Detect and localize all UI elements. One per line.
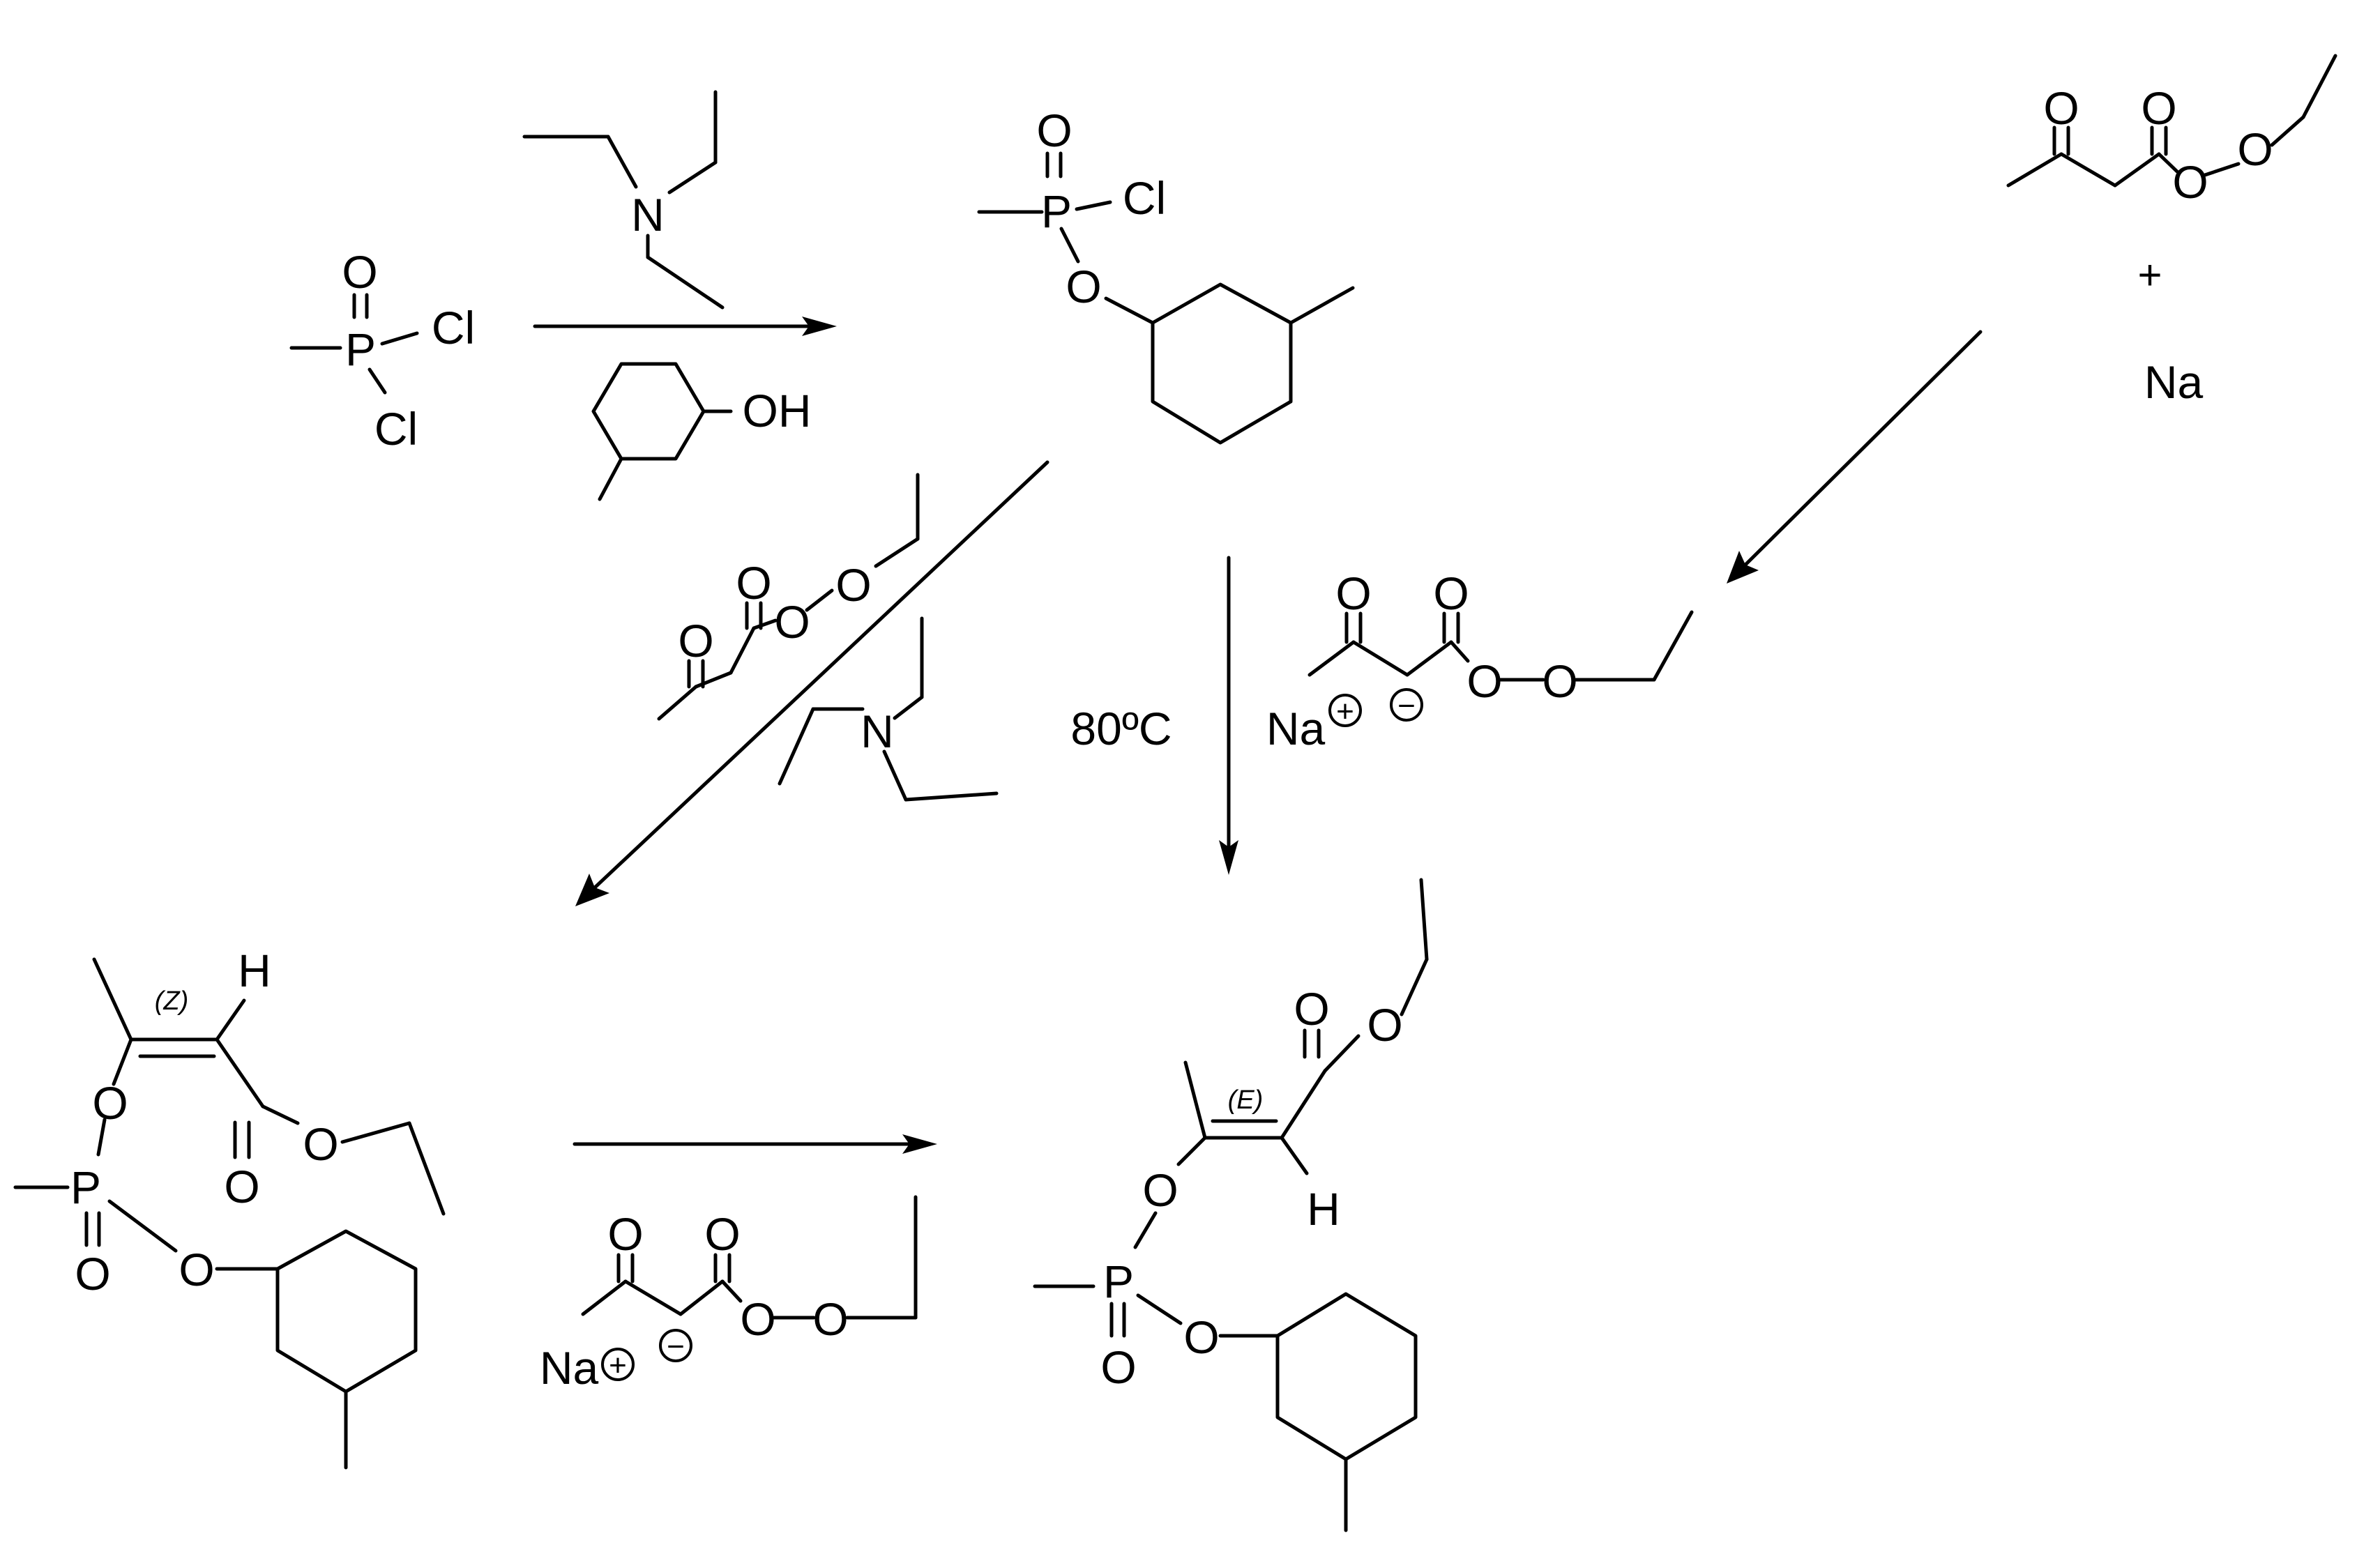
atom-o: O xyxy=(75,1248,110,1300)
product-z-isomer: H (Z) O O O P O O xyxy=(13,945,446,1470)
positive-charge xyxy=(1328,694,1362,727)
atom-o: O xyxy=(179,1244,214,1295)
atom-o: O xyxy=(92,1077,128,1129)
atom-na: Na xyxy=(540,1342,599,1394)
arrow-na-formation xyxy=(1727,330,1983,584)
atom-na: Na xyxy=(1266,703,1326,754)
atom-o: O xyxy=(224,1161,259,1212)
atom-p: P xyxy=(345,323,376,375)
atom-o: O xyxy=(342,246,377,298)
ethyl-acetoacetate-top: O O O O + Na xyxy=(2006,54,2337,408)
arrow-step-vertical: 80ºC xyxy=(1070,556,1238,875)
atom-o: O xyxy=(1183,1311,1219,1363)
atom-o: O xyxy=(303,1118,338,1170)
atom-p: P xyxy=(70,1161,101,1213)
stereo-label-z: (Z) xyxy=(155,987,189,1016)
atom-o: O xyxy=(2043,82,2079,134)
atom-o: O xyxy=(736,557,771,609)
atom-o: O xyxy=(835,559,871,611)
charge-plus: + xyxy=(1336,694,1354,729)
phosphonochloridate-intermediate: O P Cl O xyxy=(977,105,1355,445)
atom-o: O xyxy=(774,596,810,648)
atom-o: O xyxy=(704,1208,740,1260)
atom-cl: Cl xyxy=(1123,172,1166,224)
charge-minus: − xyxy=(667,1330,685,1364)
atom-o: O xyxy=(1066,261,1101,312)
atom-h: H xyxy=(238,945,271,996)
sodium-enolate-bottom: O O O O Na + − xyxy=(540,1195,918,1394)
atom-o: O xyxy=(1100,1341,1136,1393)
product-e-isomer: (E) O O H O P O O xyxy=(1033,878,1429,1532)
atom-p: P xyxy=(1041,185,1072,237)
atom-o: O xyxy=(1036,105,1072,156)
atom-n: N xyxy=(631,189,665,241)
atom-n: N xyxy=(861,706,894,757)
atom-h: H xyxy=(1307,1183,1340,1235)
atom-cl: Cl xyxy=(374,403,418,455)
plus-sign: + xyxy=(2137,252,2162,298)
positive-charge xyxy=(601,1348,635,1381)
arrow-step-1 xyxy=(533,317,837,336)
atom-oh: OH xyxy=(743,385,812,436)
arrow-step-isomerization xyxy=(573,1134,937,1154)
atom-o: O xyxy=(2172,156,2208,208)
atom-cl: Cl xyxy=(432,302,475,353)
atom-o: O xyxy=(1294,983,1329,1035)
charge-minus: − xyxy=(1397,689,1416,723)
stereo-label-e: (E) xyxy=(1228,1085,1264,1115)
ethyl-acetoacetate-diagonal: O O O O xyxy=(657,473,920,721)
atom-o: O xyxy=(1466,655,1502,707)
charge-plus: + xyxy=(609,1348,627,1382)
atom-o: O xyxy=(678,615,713,666)
methylphosphonic-dichloride: O P Cl Cl xyxy=(289,246,475,455)
arrow-step-diagonal xyxy=(575,460,1049,906)
methylcyclohexanol-reagent: OH xyxy=(591,362,812,501)
negative-charge xyxy=(1390,688,1423,722)
atom-o: O xyxy=(1367,999,1402,1051)
atom-o: O xyxy=(1335,567,1371,619)
triethylamine-reagent: N xyxy=(522,90,725,310)
atom-o: O xyxy=(812,1293,848,1345)
triethylamine-diagonal: N xyxy=(778,616,999,802)
atom-o: O xyxy=(1142,1164,1178,1216)
atom-o: O xyxy=(1433,567,1469,619)
atom-o: O xyxy=(2141,82,2176,134)
sodium-enolate-middle: O O O O Na + − xyxy=(1266,567,1694,754)
atom-o: O xyxy=(1542,655,1577,707)
atom-o: O xyxy=(607,1208,643,1260)
atom-o: O xyxy=(740,1293,775,1345)
negative-charge xyxy=(659,1329,692,1362)
atom-na: Na xyxy=(2144,356,2204,408)
atom-o: O xyxy=(2237,123,2273,175)
temperature-condition: 80ºC xyxy=(1070,703,1172,754)
atom-p: P xyxy=(1103,1256,1134,1307)
